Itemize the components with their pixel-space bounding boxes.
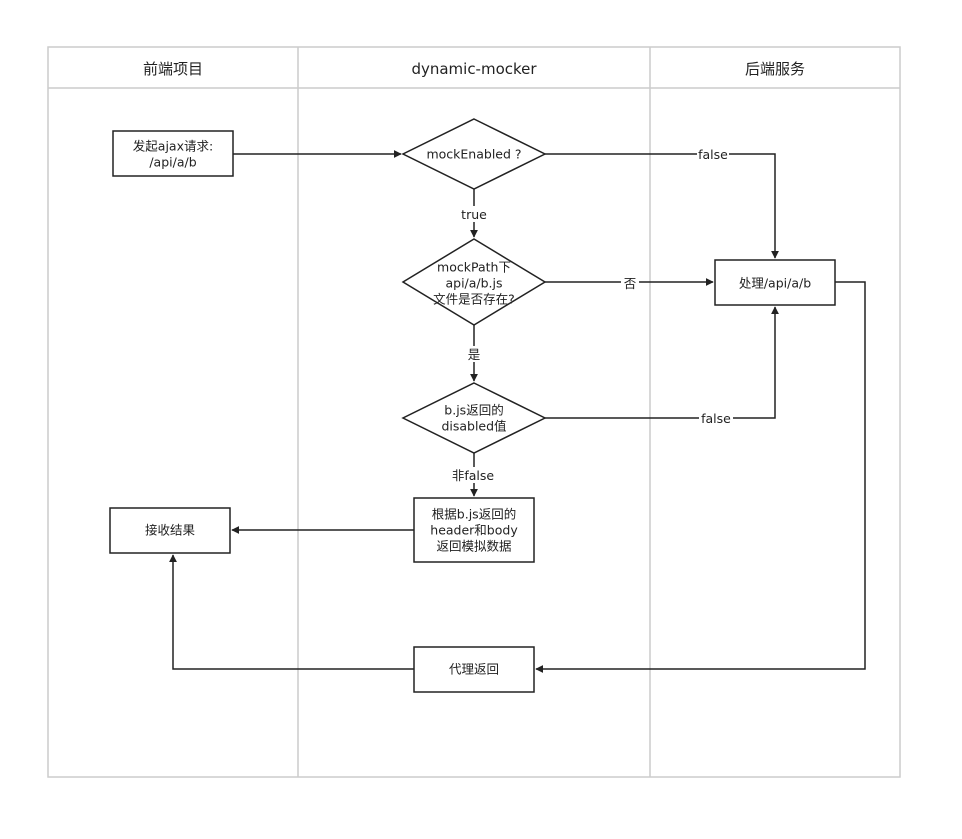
proxy-return-box — [413, 646, 535, 693]
mock-response-box — [413, 497, 535, 563]
node-label-line: 代理返回 — [449, 662, 499, 677]
node-label-line: header和body — [430, 523, 518, 538]
edge-label-enabled-true: true — [461, 207, 487, 222]
edge-label-bg — [448, 467, 498, 483]
edge-label-bg — [699, 410, 733, 426]
lane-title-backend: 后端服务 — [745, 60, 805, 78]
node-label-line: 接收结果 — [145, 523, 196, 538]
node-label-line: 发起ajax请求: — [133, 139, 213, 154]
swimlane-frame — [47, 46, 901, 778]
swimlane-border — [47, 46, 901, 778]
node-label-line: b.js返回的 — [444, 403, 503, 418]
edge-label-file-no: 否 — [624, 276, 637, 291]
ajax-request-label: 发起ajax请求:/api/a/b — [133, 139, 213, 170]
edge-label-bg — [458, 206, 490, 222]
lane-title-frontend: 前端项目 — [143, 60, 203, 78]
edge-label-bg — [466, 346, 482, 362]
receive-result-label: 接收结果 — [145, 523, 196, 538]
node-label-line: mockEnabled ? — [426, 147, 521, 162]
edge-label-file-yes: 是 — [468, 347, 481, 362]
node-label-line: mockPath下 — [437, 260, 511, 275]
node-label-line: 处理/api/a/b — [739, 276, 811, 291]
handle-api-label: 处理/api/a/b — [739, 276, 811, 291]
receive-result-box — [109, 507, 231, 554]
node-label-line: 文件是否存在? — [433, 292, 515, 307]
edge-handle-to-proxy — [535, 281, 866, 673]
edge-proxy-to-receive — [169, 554, 414, 670]
mock-enabled-label: mockEnabled ? — [426, 147, 521, 162]
edge-label-enabled-false: false — [698, 147, 728, 162]
node-label-line: 返回模拟数据 — [436, 539, 511, 554]
node-label-line: api/a/b.js — [445, 276, 502, 291]
edge-label-bg — [621, 275, 639, 291]
node-label-line: disabled值 — [441, 419, 506, 434]
node-label-line: /api/a/b — [149, 155, 196, 170]
edge-disabled-false — [545, 306, 779, 419]
lane-title-mocker: dynamic-mocker — [411, 60, 537, 78]
edge-label-bg — [697, 146, 729, 162]
edge-label-disabled-false: false — [701, 411, 731, 426]
edge-label-disabled-not-false: 非false — [452, 468, 495, 483]
node-label-line: 根据b.js返回的 — [432, 507, 516, 522]
proxy-return-label: 代理返回 — [449, 662, 499, 677]
edge-enabled-false — [545, 153, 779, 259]
ajax-request-box — [112, 130, 234, 177]
